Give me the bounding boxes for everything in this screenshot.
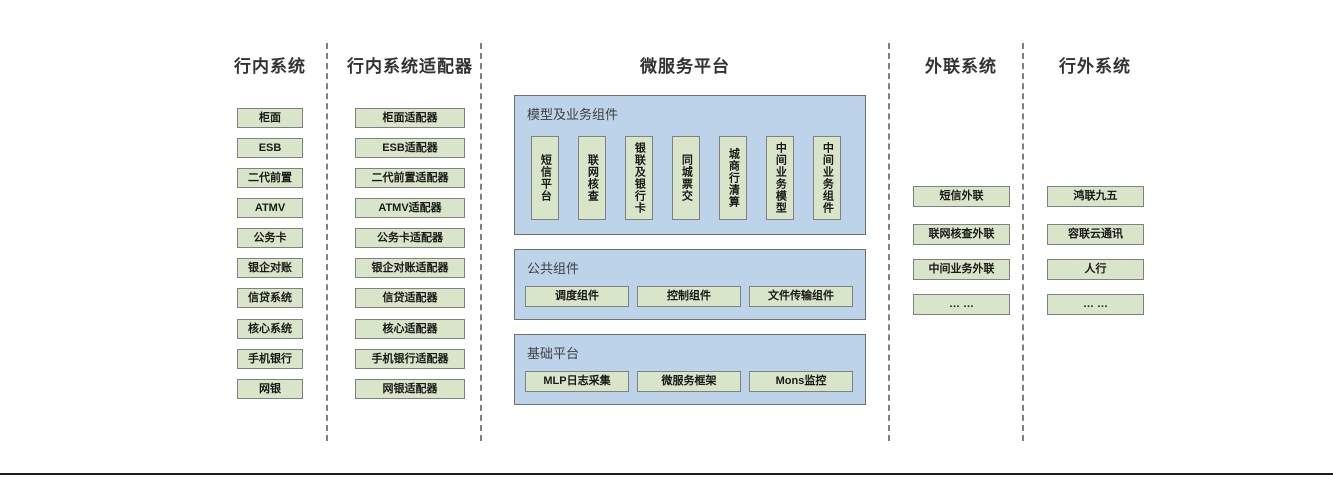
node-internal-adapter[interactable]: 网银适配器 [355, 379, 465, 399]
node-internal-system[interactable]: ATMV [237, 198, 303, 218]
node-outside-bank-system[interactable]: 鸿联九五 [1047, 186, 1144, 207]
panel-public-components: 公共组件 [514, 249, 866, 320]
node-internal-adapter[interactable]: 公务卡适配器 [355, 228, 465, 248]
node-base-platform-component[interactable]: Mons监控 [749, 371, 853, 392]
node-model-component[interactable]: 城商行清算 [719, 136, 747, 220]
node-public-component[interactable]: 调度组件 [525, 286, 629, 307]
column-title-internal-adapters: 行内系统适配器 [347, 57, 473, 76]
node-internal-system[interactable]: 银企对账 [237, 258, 303, 278]
node-internal-system[interactable]: 柜面 [237, 108, 303, 128]
node-internal-adapter[interactable]: 银企对账适配器 [355, 258, 465, 278]
column-divider-4 [1022, 43, 1024, 441]
node-external-link-system[interactable]: … … [913, 294, 1010, 315]
node-base-platform-component[interactable]: 微服务框架 [637, 371, 741, 392]
node-external-link-system[interactable]: 联网核查外联 [913, 224, 1010, 245]
node-internal-system[interactable]: 二代前置 [237, 168, 303, 188]
node-internal-adapter[interactable]: 核心适配器 [355, 319, 465, 339]
node-internal-adapter[interactable]: 二代前置适配器 [355, 168, 465, 188]
panel-label-model-business-components: 模型及业务组件 [527, 107, 619, 122]
node-internal-adapter[interactable]: ATMV适配器 [355, 198, 465, 218]
column-title-internal-systems: 行内系统 [234, 57, 306, 76]
node-outside-bank-system[interactable]: 容联云通讯 [1047, 224, 1144, 245]
panel-label-base-platform: 基础平台 [527, 346, 580, 361]
node-internal-system[interactable]: 手机银行 [237, 349, 303, 369]
node-outside-bank-system[interactable]: … … [1047, 294, 1144, 315]
column-divider-3 [888, 43, 890, 441]
node-model-component[interactable]: 短信平台 [531, 136, 559, 220]
column-divider-1 [326, 43, 328, 441]
node-internal-system[interactable]: 核心系统 [237, 319, 303, 339]
panel-label-public-components: 公共组件 [527, 261, 580, 276]
node-model-component[interactable]: 中间业务模型 [766, 136, 794, 220]
node-internal-system[interactable]: 公务卡 [237, 228, 303, 248]
node-internal-adapter[interactable]: 手机银行适配器 [355, 349, 465, 369]
column-divider-2 [480, 43, 482, 441]
node-base-platform-component[interactable]: MLP日志采集 [525, 371, 629, 392]
node-model-component[interactable]: 联网核查 [578, 136, 606, 220]
node-internal-adapter[interactable]: ESB适配器 [355, 138, 465, 158]
node-internal-adapter[interactable]: 信贷适配器 [355, 288, 465, 308]
node-outside-bank-system[interactable]: 人行 [1047, 259, 1144, 280]
node-external-link-system[interactable]: 中间业务外联 [913, 259, 1010, 280]
node-internal-system[interactable]: 信贷系统 [237, 288, 303, 308]
node-model-component[interactable]: 同城票交 [672, 136, 700, 220]
node-model-component[interactable]: 中间业务组件 [813, 136, 841, 220]
node-internal-system[interactable]: ESB [237, 138, 303, 158]
node-internal-system[interactable]: 网银 [237, 379, 303, 399]
panel-base-platform: 基础平台 [514, 334, 866, 405]
column-title-external-link-systems: 外联系统 [925, 57, 997, 76]
node-external-link-system[interactable]: 短信外联 [913, 186, 1010, 207]
node-public-component[interactable]: 控制组件 [637, 286, 741, 307]
node-model-component[interactable]: 银联及银行卡 [625, 136, 653, 220]
node-public-component[interactable]: 文件传输组件 [749, 286, 853, 307]
bottom-separator-line [0, 473, 1333, 475]
column-title-outside-bank-systems: 行外系统 [1059, 57, 1131, 76]
node-internal-adapter[interactable]: 柜面适配器 [355, 108, 465, 128]
column-title-microservice-platform: 微服务平台 [640, 57, 730, 76]
